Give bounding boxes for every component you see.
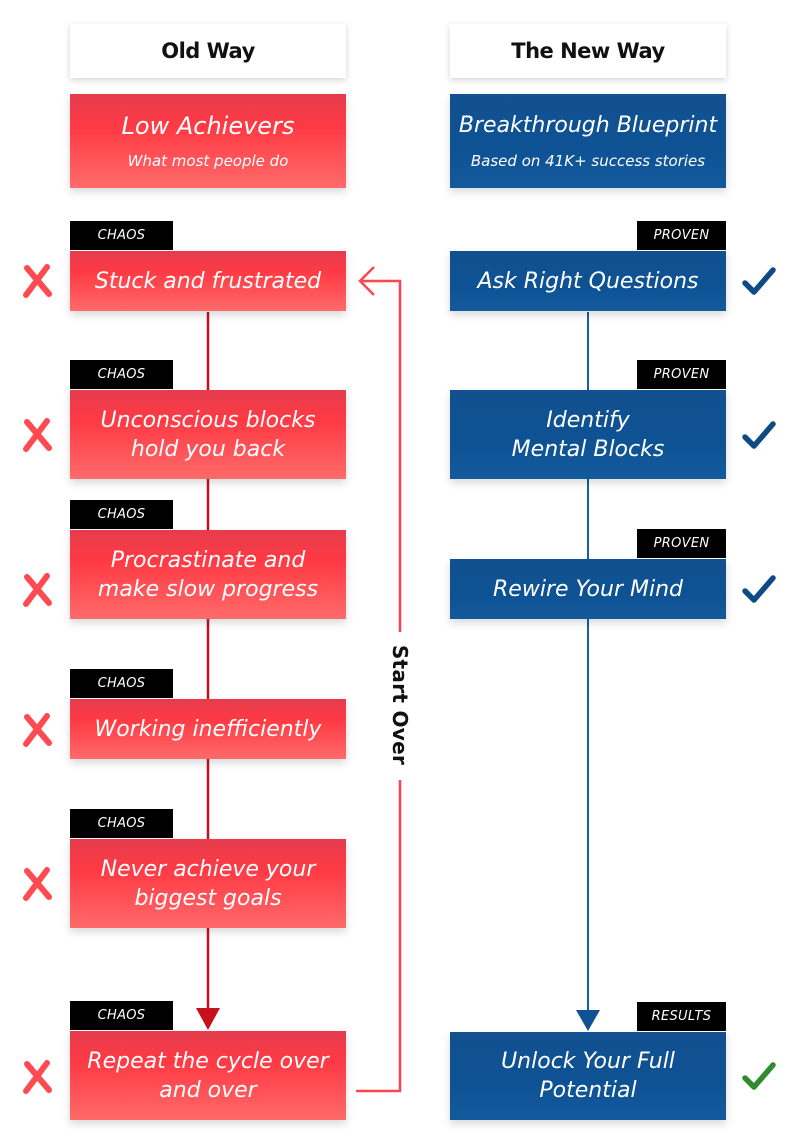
- old-step-5-line-1: Never achieve your: [100, 856, 316, 882]
- new-step-3-tag: PROVEN: [637, 529, 726, 558]
- new-step-2-line-1: Identify: [546, 407, 630, 433]
- new-way-arrowhead: [576, 1010, 600, 1031]
- new-step-3-text: Rewire Your Mind: [493, 576, 683, 602]
- new-step-4-tag: RESULTS: [637, 1002, 726, 1031]
- start-over-label-wrap: Start Over: [340, 645, 460, 765]
- new-step-1-tag: PROVEN: [637, 221, 726, 250]
- old-step-3-box: Procrastinate and make slow progress: [70, 530, 346, 619]
- old-step-5-line-2: biggest goals: [134, 885, 282, 911]
- old-way-subtitle: What most people do: [127, 152, 289, 170]
- old-step-3-tag: CHAOS: [70, 500, 173, 529]
- old-step-2-box: Unconscious blocks hold you back: [70, 390, 346, 479]
- x-mark-icon: [18, 865, 56, 903]
- x-mark-icon: [18, 571, 56, 609]
- new-step-4-line-1: Unlock Your Full: [501, 1049, 675, 1074]
- old-step-6-line-2: and over: [159, 1077, 257, 1103]
- x-mark-icon: [18, 1058, 56, 1096]
- old-way-title: Low Achievers: [121, 112, 295, 140]
- new-step-4-box: Unlock Your Full Potential: [450, 1032, 726, 1120]
- new-step-1-box: Ask Right Questions: [450, 251, 726, 311]
- start-over-arrowhead: [358, 266, 375, 296]
- old-step-5-box: Never achieve your biggest goals: [70, 839, 346, 928]
- old-step-6-box: Repeat the cycle over and over: [70, 1031, 346, 1120]
- old-way-title-box: Low Achievers What most people do: [70, 94, 346, 188]
- new-way-title: Breakthrough Blueprint: [458, 113, 718, 138]
- old-step-3-line-1: Procrastinate and: [110, 547, 306, 573]
- new-step-2-line-2: Mental Blocks: [511, 436, 665, 462]
- new-way-subtitle: Based on 41K+ success stories: [470, 152, 706, 170]
- old-way-header: Old Way: [70, 24, 346, 78]
- old-step-1-box: Stuck and frustrated: [70, 251, 346, 311]
- x-mark-icon: [18, 262, 56, 300]
- x-mark-icon: [18, 416, 56, 454]
- new-step-3-box: Rewire Your Mind: [450, 559, 726, 619]
- new-step-1-text: Ask Right Questions: [477, 268, 699, 294]
- check-mark-icon: [740, 264, 778, 298]
- old-step-2-tag: CHAOS: [70, 360, 173, 389]
- x-mark-icon: [18, 711, 56, 749]
- new-step-2-box: Identify Mental Blocks: [450, 390, 726, 479]
- old-step-2-line-1: Unconscious blocks: [100, 407, 316, 433]
- start-over-loop-line: [356, 780, 402, 1093]
- old-step-4-tag: CHAOS: [70, 669, 173, 698]
- check-mark-icon: [740, 418, 778, 452]
- old-step-2-line-2: hold you back: [130, 436, 286, 462]
- new-way-header: The New Way: [450, 24, 726, 78]
- check-mark-icon-results: [740, 1059, 778, 1093]
- new-step-4-line-2: Potential: [539, 1078, 637, 1103]
- old-step-1-tag: CHAOS: [70, 221, 173, 250]
- old-step-5-tag: CHAOS: [70, 809, 173, 838]
- start-over-loop-line-top: [360, 279, 402, 632]
- new-step-2-tag: PROVEN: [637, 360, 726, 389]
- old-way-arrowhead: [196, 1008, 220, 1030]
- old-step-6-tag: CHAOS: [70, 1001, 173, 1030]
- old-step-1-text: Stuck and frustrated: [94, 268, 322, 294]
- old-step-4-box: Working inefficiently: [70, 699, 346, 759]
- start-over-label: Start Over: [388, 644, 413, 766]
- check-mark-icon: [740, 572, 778, 606]
- new-way-title-box: Breakthrough Blueprint Based on 41K+ suc…: [450, 94, 726, 188]
- old-step-3-line-2: make slow progress: [97, 576, 319, 602]
- old-step-6-line-1: Repeat the cycle over: [87, 1048, 329, 1074]
- old-step-4-text: Working inefficiently: [94, 716, 322, 742]
